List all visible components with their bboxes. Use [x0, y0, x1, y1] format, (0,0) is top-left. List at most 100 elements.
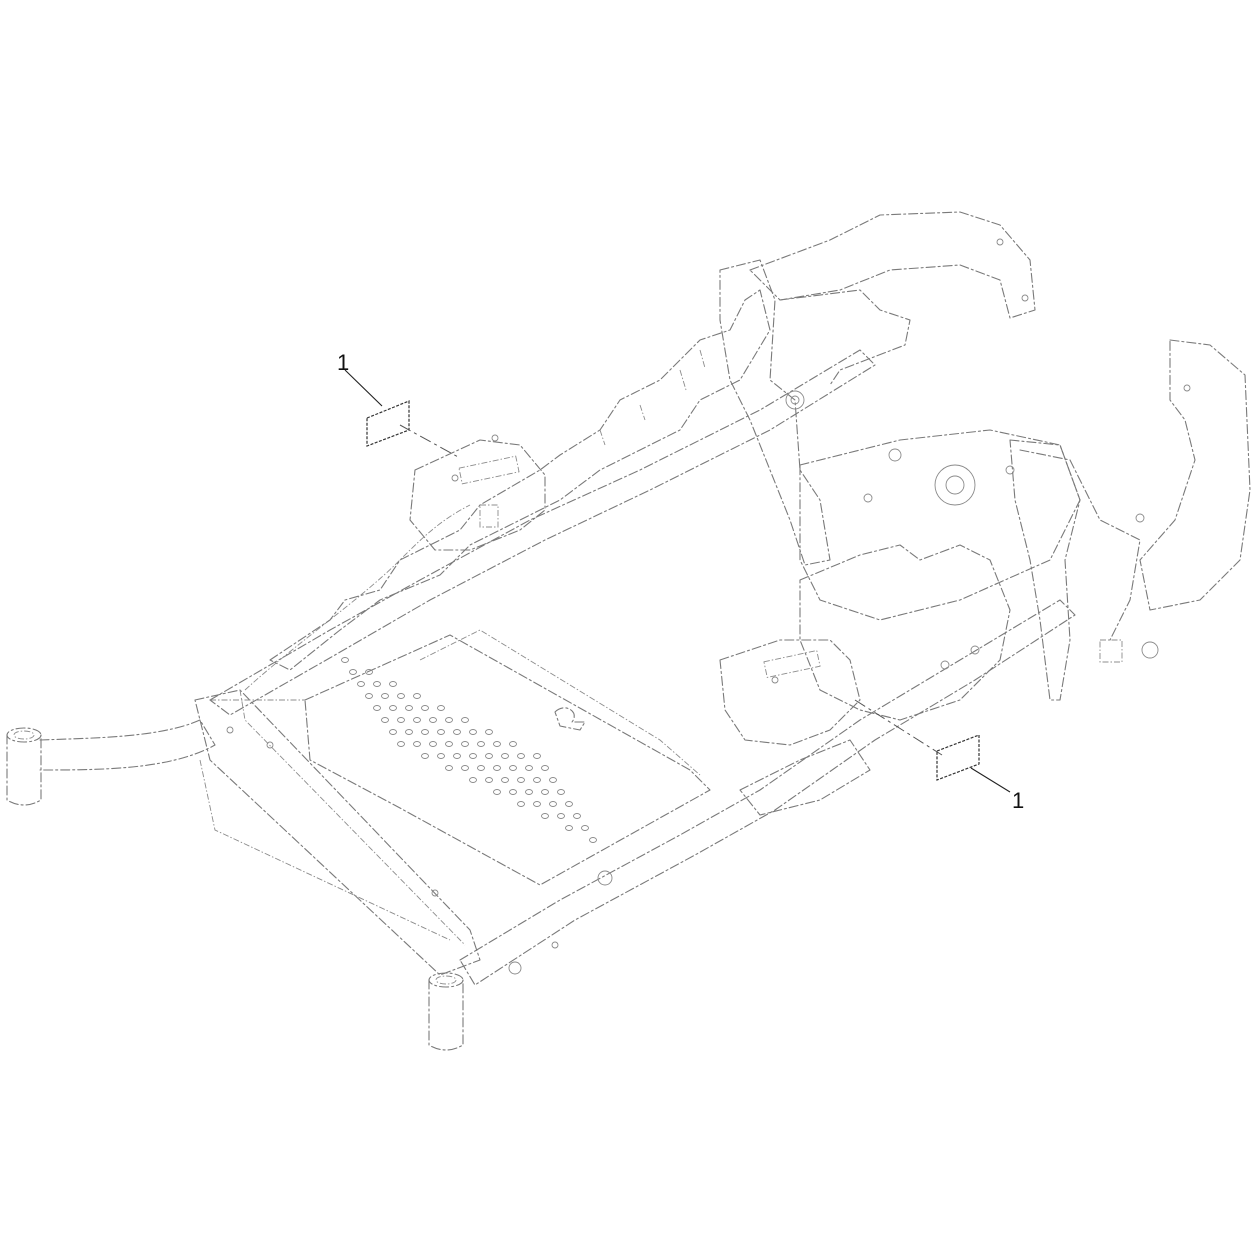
rops-bar [749, 211, 1036, 319]
floor-pan-hole [565, 825, 573, 831]
floor-pan-hole [413, 693, 421, 699]
callout-number-upper: 1 [337, 350, 349, 375]
floor-pan-hole [541, 765, 549, 771]
callout-leader-upper [344, 369, 383, 407]
floor-pan-hole [493, 765, 501, 771]
floor-pan-hole [405, 705, 413, 711]
left-main-rail [209, 349, 876, 716]
decal-placement-line-upper [399, 424, 461, 459]
decal-lower-right-group: 1 [854, 699, 1024, 813]
floor-pan-hole [501, 753, 509, 759]
floor-pan-hole [429, 717, 437, 723]
floor-pan-hole [445, 765, 453, 771]
floor-pan-hole [413, 741, 421, 747]
decal-upper-left-group: 1 [337, 350, 461, 459]
floor-pan-hole [517, 801, 525, 807]
floor-pan [304, 634, 711, 886]
floor-pan-hole [461, 717, 469, 723]
floor-pan-hole [485, 729, 493, 735]
floor-pan-hole [477, 765, 485, 771]
floor-pan-hole [349, 669, 357, 675]
floor-pan-hole [549, 801, 557, 807]
right-main-rail [459, 599, 1076, 986]
floor-pan-hole [493, 789, 501, 795]
decal-lower-right [936, 734, 980, 781]
decal-placement-line-lower [854, 699, 943, 756]
floor-pan-hole [381, 717, 389, 723]
floor-pan-hole [493, 741, 501, 747]
floor-pan-hole [397, 741, 405, 747]
floor-pan-hole [581, 825, 589, 831]
left-side-plate [269, 289, 771, 671]
caster-pivot-left [6, 727, 42, 806]
floor-pan-hole [357, 681, 365, 687]
floor-pan-hole [453, 753, 461, 759]
floor-pan-hole [413, 717, 421, 723]
floor-pan-hole [341, 657, 349, 663]
seat-mount-left [409, 439, 546, 551]
floor-pan-hole [389, 729, 397, 735]
floor-pan-hole [437, 753, 445, 759]
rops-mount-left [719, 259, 831, 566]
engine-deck-plate [799, 429, 1081, 621]
callout-number-lower: 1 [1012, 788, 1024, 813]
floor-pan-hole [437, 705, 445, 711]
floor-pan-hole [445, 717, 453, 723]
floor-pan-hole [541, 813, 549, 819]
rops-mount-right [1009, 439, 1081, 701]
floor-pan-hole [565, 801, 573, 807]
floor-pan-hole [573, 813, 581, 819]
floor-pan-hole [469, 777, 477, 783]
floor-pan-hole [525, 765, 533, 771]
floor-pan-hole [461, 765, 469, 771]
floor-pan-hole [397, 717, 405, 723]
floor-pan-hole [509, 789, 517, 795]
floor-pan-hole [421, 729, 429, 735]
floor-pan-hole [469, 753, 477, 759]
floor-pan-hole [589, 837, 597, 843]
floor-pan-hole [485, 777, 493, 783]
floor-pan-hole [421, 705, 429, 711]
floor-pan-hole [389, 681, 397, 687]
mower-frame-outline [6, 211, 1251, 1051]
floor-pan-hole [509, 741, 517, 747]
floor-pan-hole [525, 789, 533, 795]
floor-pan-hole [421, 753, 429, 759]
floor-pan-hole [541, 789, 549, 795]
floor-pan-hole [381, 693, 389, 699]
floor-pan-hole [549, 777, 557, 783]
floor-pan-hole [533, 801, 541, 807]
floor-pan-hole [461, 741, 469, 747]
floor-pan-hole [501, 777, 509, 783]
floor-pan-hole [373, 681, 381, 687]
floor-pan-hole [429, 741, 437, 747]
floor-pan-hole [405, 729, 413, 735]
floor-pan-hole [437, 729, 445, 735]
floor-pan-hole [477, 741, 485, 747]
floor-pan-hole [557, 789, 565, 795]
floor-pan-hole [397, 693, 405, 699]
caster-pivot-front [428, 972, 464, 1051]
floor-pan-hole [365, 693, 373, 699]
floor-pan-hole [445, 741, 453, 747]
floor-pan-hole [469, 729, 477, 735]
decal-upper-left [366, 400, 410, 447]
floor-pan-hole [365, 669, 373, 675]
floor-pan-hole [485, 753, 493, 759]
floor-pan-hole [533, 753, 541, 759]
floor-pan-hole [453, 729, 461, 735]
floor-pan-hole [389, 705, 397, 711]
callout-leader-lower [970, 767, 1011, 793]
floor-pan-hole [373, 705, 381, 711]
floor-pan-holes [341, 657, 597, 843]
floor-pan-hole [517, 777, 525, 783]
floor-pan-hole [509, 765, 517, 771]
front-cross-tube [39, 719, 216, 771]
floor-pan-hole [557, 813, 565, 819]
floor-pan-hole [517, 753, 525, 759]
seat-mount-right [719, 639, 861, 746]
rear-bumper [1139, 339, 1251, 611]
center-right-plate [799, 544, 1011, 721]
floor-pan-hole [533, 777, 541, 783]
